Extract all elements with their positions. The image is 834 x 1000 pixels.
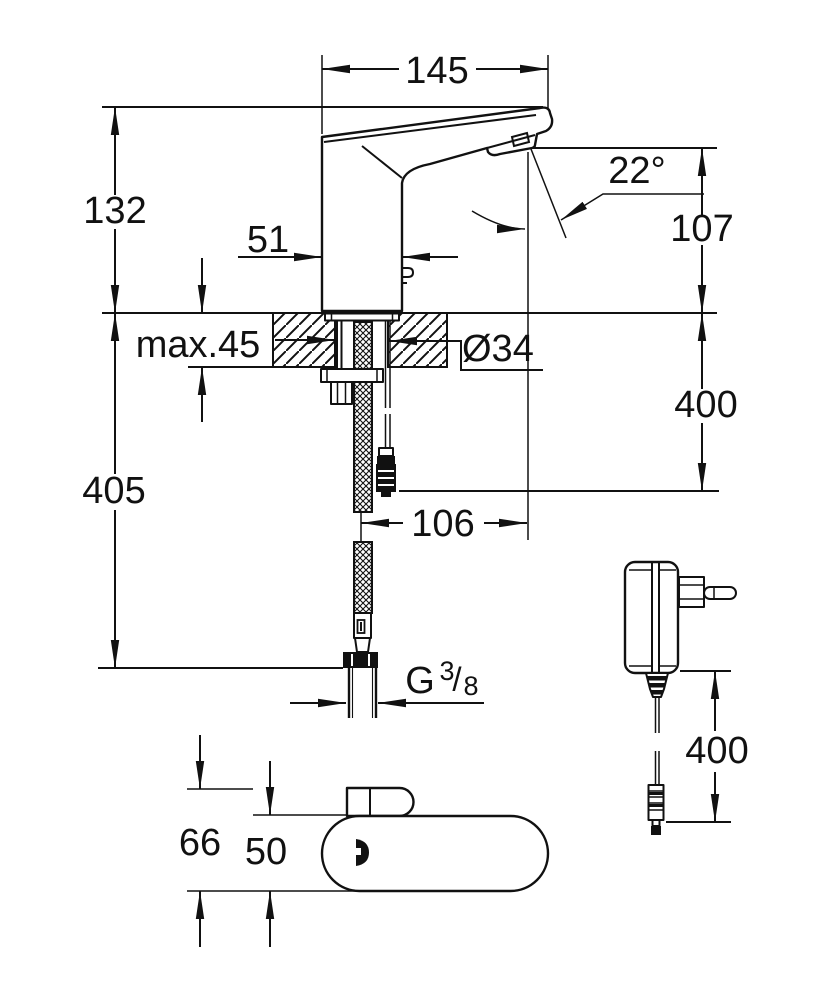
- dim-107: 107: [670, 148, 734, 313]
- top-edge-inner-line: [323, 114, 537, 143]
- dim-145: 145: [321, 50, 549, 134]
- power-adapter-view: 400: [623, 560, 749, 835]
- supply-hose-lower: [353, 541, 373, 614]
- dim-thread-g38: G 3 / 8: [290, 656, 484, 708]
- dim-106: 106: [361, 503, 527, 545]
- stream-direction-line: [530, 148, 567, 239]
- dim-400-below-deck: 400: [674, 313, 738, 491]
- dim-hole-diameter: Ø34: [275, 328, 543, 371]
- cable-plug-connector: [376, 447, 396, 497]
- dim-132-label: 132: [83, 190, 146, 232]
- dim-106-label: 106: [411, 503, 474, 545]
- dim-145-label: 145: [405, 50, 468, 92]
- adapter-barrel-connector: [647, 784, 665, 835]
- dim-405: 405: [82, 313, 146, 668]
- thread-slash-label: /: [452, 661, 462, 698]
- dim-adapter-400-label: 400: [685, 730, 748, 772]
- adapter-cable: [654, 697, 660, 785]
- dim-400-label: 400: [674, 384, 737, 426]
- hose-crimp-sleeve: [353, 612, 372, 639]
- top-view: 66 50: [179, 735, 550, 947]
- dim-adapter-400: 400: [685, 671, 749, 822]
- faucet-silhouette: [320, 106, 554, 313]
- thread-numerator-label: 3: [439, 656, 454, 686]
- faucet-body: [320, 106, 554, 313]
- dim-51-label: 51: [247, 219, 289, 261]
- dim-51: 51: [238, 219, 458, 262]
- base-plate: [324, 312, 400, 322]
- shank-wall-left: [336, 321, 343, 368]
- aerator-outlet: [510, 131, 531, 148]
- supply-hose-upper: [353, 321, 373, 513]
- thread-g-label: G: [405, 660, 435, 702]
- angle-leader-line: [560, 193, 704, 221]
- dim-22deg-label: 22°: [608, 150, 665, 192]
- mounting-shank: [320, 312, 400, 718]
- union-nut: [343, 652, 378, 668]
- thread-denominator-label: 8: [463, 671, 478, 701]
- sensor-window-tab: [402, 267, 415, 284]
- dim-66-label: 66: [179, 822, 221, 864]
- connection-pipe: [347, 668, 378, 718]
- spout-top-view: [345, 786, 415, 818]
- dim-max45-label: max.45: [136, 324, 261, 366]
- dim-o34-label: Ø34: [462, 328, 534, 370]
- angle-arc-arrow: [471, 210, 526, 234]
- sensor-window-top-view: [356, 839, 369, 866]
- dim-max45: max.45: [136, 258, 261, 422]
- dim-66: 66: [179, 735, 221, 947]
- fitting-neck: [354, 637, 371, 653]
- stream-angle-annotation: 22°: [471, 148, 704, 540]
- adapter-seam: [651, 562, 660, 673]
- mounting-nut: [330, 381, 353, 405]
- plug-bracket: [678, 576, 705, 608]
- dim-405-label: 405: [82, 470, 145, 512]
- sensor-cable: [384, 321, 391, 450]
- dim-107-label: 107: [670, 208, 733, 250]
- mounting-washer: [320, 368, 384, 383]
- corner-chamfer-line: [361, 145, 403, 179]
- dim-50-label: 50: [245, 831, 287, 873]
- side-view: 22° 145 132 405 51: [82, 50, 738, 718]
- dim-50: 50: [245, 761, 287, 947]
- dim-132: 132: [83, 107, 147, 313]
- body-top-view: [320, 814, 550, 893]
- plug-pin: [703, 586, 737, 600]
